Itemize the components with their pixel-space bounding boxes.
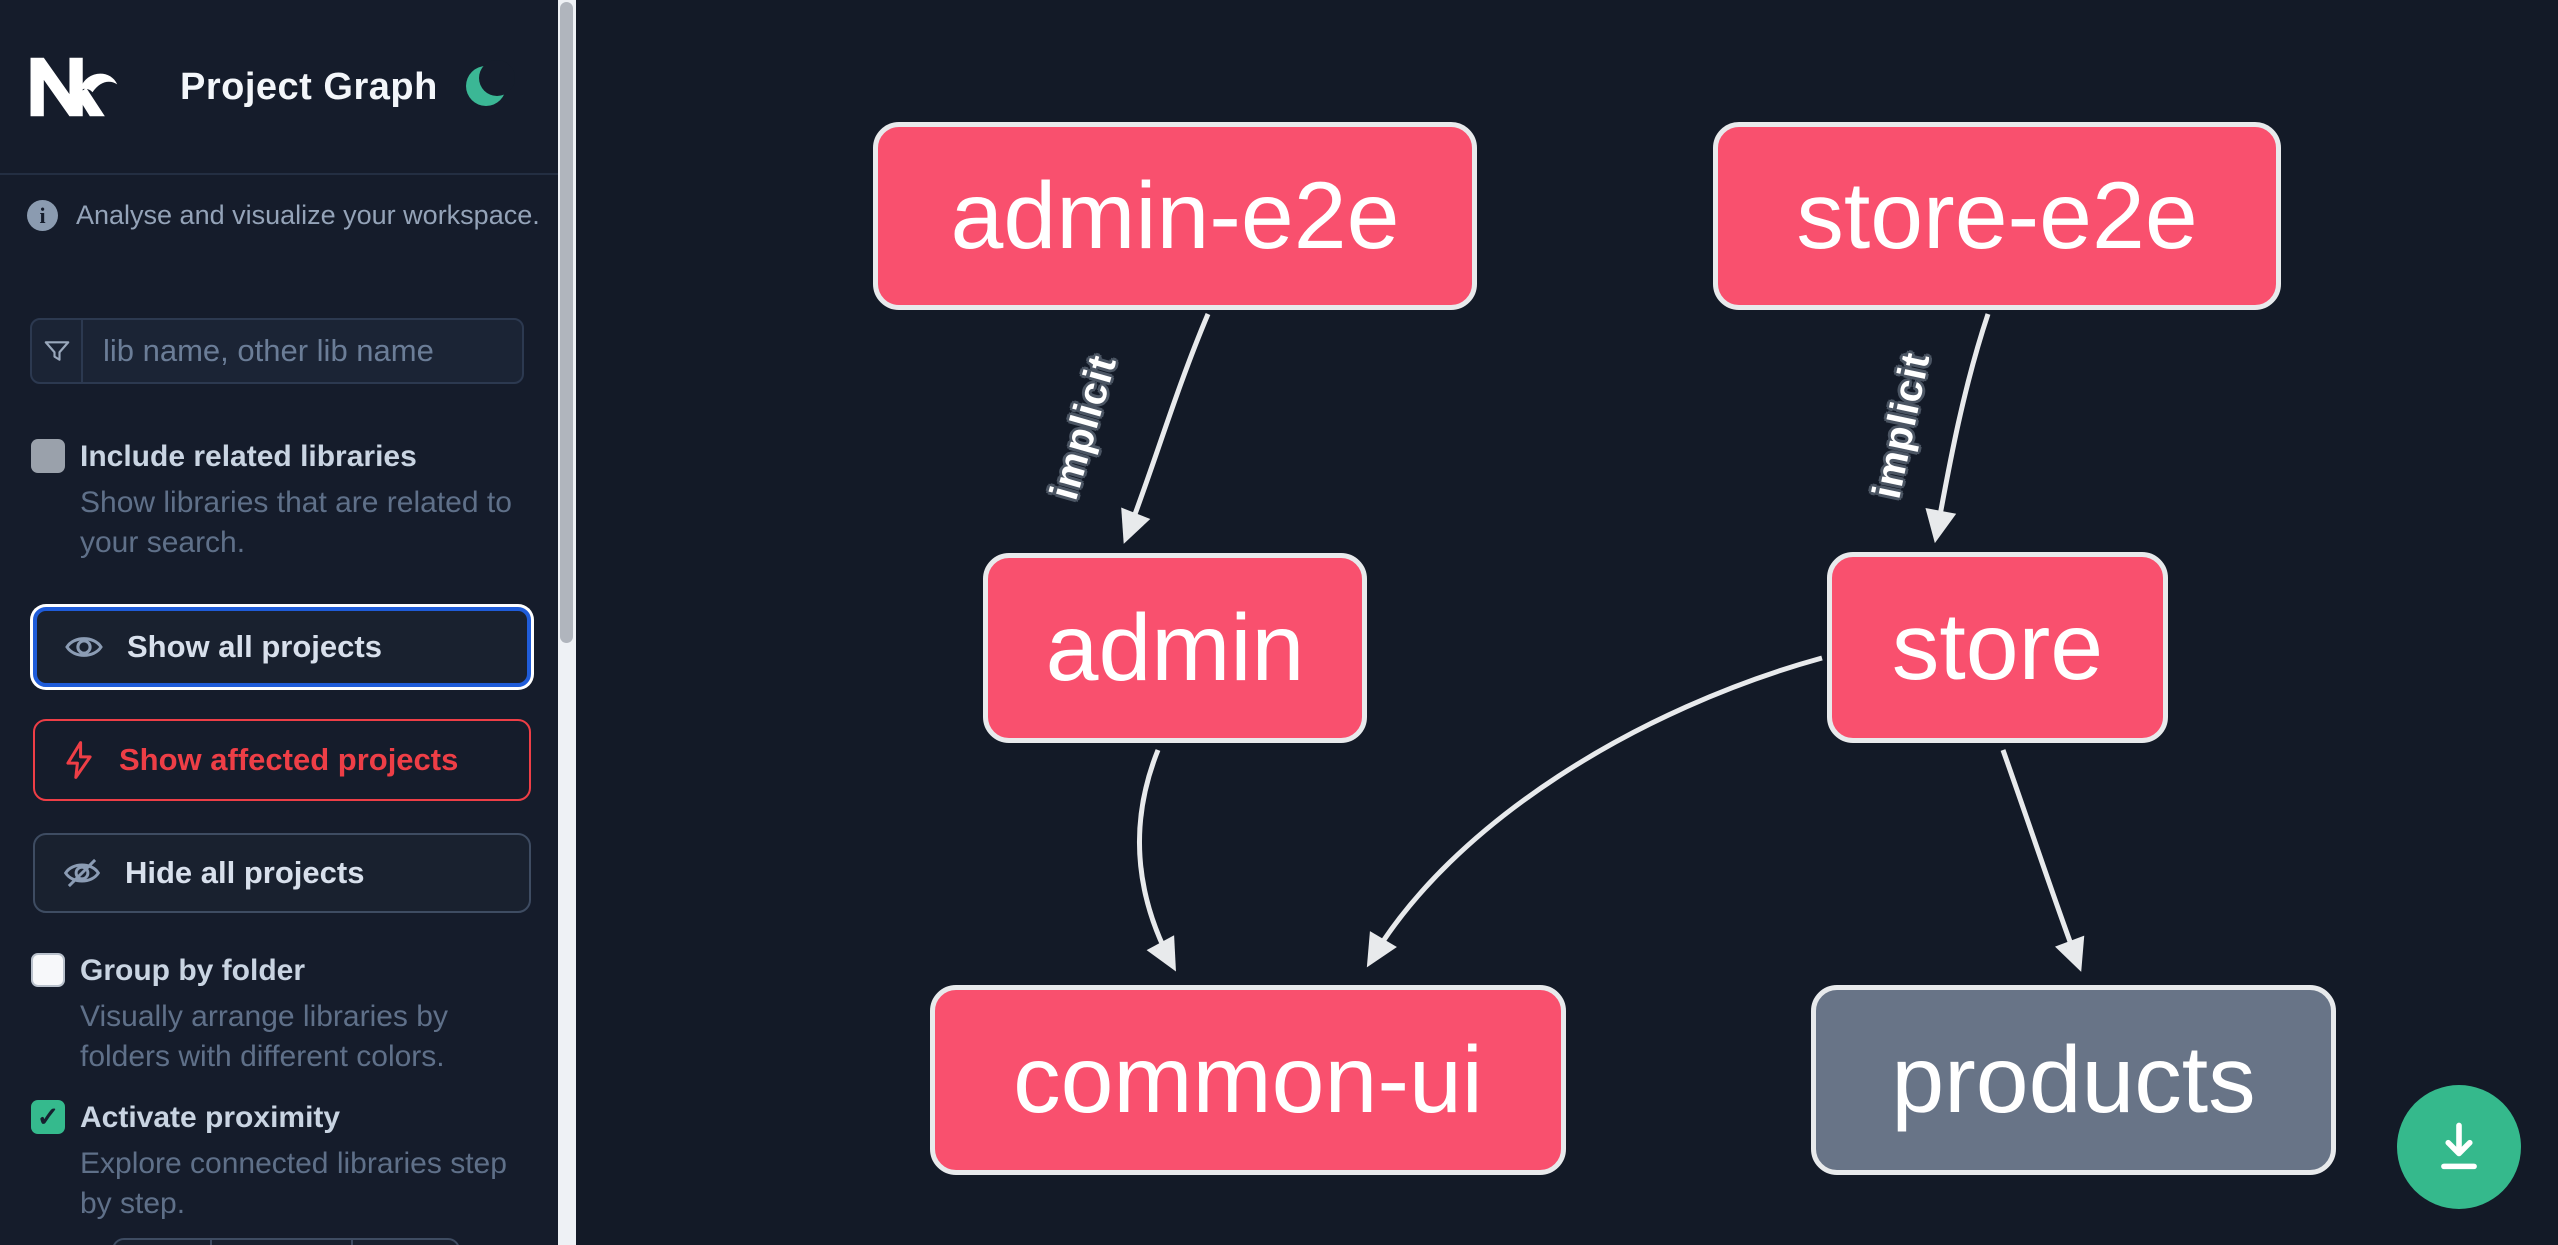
show-all-projects-label: Show all projects (127, 629, 382, 664)
option-description: Visually arrange libraries by folders wi… (80, 1000, 448, 1073)
project-graph-canvas[interactable]: implicit implicit admin-e2e store-e2e ad… (576, 0, 2558, 1245)
graph-node-common-ui[interactable]: common-ui (930, 985, 1566, 1175)
filter-funnel-icon (32, 320, 83, 382)
workspace-tagline: Analyse and visualize your workspace. (76, 200, 540, 230)
show-affected-projects-button[interactable]: Show affected projects (33, 719, 531, 801)
group-by-folder-checkbox[interactable] (31, 953, 65, 987)
option-label: Group by folder (80, 954, 305, 987)
graph-node-products[interactable]: products (1811, 985, 2336, 1175)
edge-store-to-products (2000, 749, 2085, 972)
option-group-by-folder: Group by folder Visually arrange librari… (31, 953, 531, 1093)
edge-admin-to-common-ui (1137, 749, 1176, 972)
hide-all-projects-button[interactable]: Hide all projects (33, 833, 531, 913)
sidebar: Project Graph i Analyse and visualize yo… (0, 0, 558, 1245)
show-affected-projects-label: Show affected projects (119, 742, 459, 777)
project-search (30, 318, 524, 384)
option-label: Include related libraries (80, 440, 417, 473)
option-include-related-libraries: Include related libraries Show libraries… (31, 439, 531, 579)
eye-off-icon (61, 855, 103, 891)
page-title: Project Graph (180, 66, 438, 108)
edge-admin-e2e-to-admin (1121, 313, 1211, 544)
option-description: Show libraries that are related to your … (80, 486, 512, 559)
show-all-projects-button[interactable]: Show all projects (33, 607, 531, 687)
stepper-value (212, 1240, 353, 1245)
theme-toggle-moon-icon[interactable] (466, 60, 515, 108)
edge-label-implicit: implicit (1041, 350, 1126, 505)
sidebar-header: Project Graph (0, 0, 558, 175)
activate-proximity-checkbox[interactable]: ✓ (31, 1100, 65, 1134)
nx-logo-icon (30, 57, 118, 117)
sidebar-scrollbar-thumb[interactable] (560, 2, 573, 643)
download-graph-button[interactable] (2397, 1085, 2521, 1209)
graph-node-admin-e2e[interactable]: admin-e2e (873, 122, 1477, 310)
option-description: Explore connected libraries step by step… (80, 1147, 507, 1220)
edge-store-e2e-to-store (1925, 313, 1991, 544)
eye-icon (63, 630, 105, 664)
option-activate-proximity: ✓ Activate proximity Explore connected l… (31, 1100, 531, 1240)
edge-label-implicit: implicit (1864, 348, 1939, 503)
info-icon: i (27, 200, 58, 231)
download-icon (2441, 1122, 2477, 1170)
stepper-decrement[interactable] (114, 1240, 212, 1245)
edge-store-to-common-ui (1366, 655, 1823, 968)
workspace-info-row: i Analyse and visualize your workspace. (27, 200, 540, 231)
graph-node-admin[interactable]: admin (983, 553, 1367, 743)
graph-node-store[interactable]: store (1827, 552, 2168, 743)
sidebar-scrollbar-track[interactable] (558, 0, 576, 1245)
graph-node-store-e2e[interactable]: store-e2e (1713, 122, 2281, 310)
lightning-bolt-icon (61, 741, 97, 779)
option-label: Activate proximity (80, 1101, 341, 1134)
search-input[interactable] (83, 320, 522, 382)
proximity-depth-stepper[interactable] (112, 1238, 460, 1245)
checkmark-icon: ✓ (36, 1101, 60, 1132)
hide-all-projects-label: Hide all projects (125, 855, 365, 890)
include-related-checkbox[interactable] (31, 439, 65, 473)
